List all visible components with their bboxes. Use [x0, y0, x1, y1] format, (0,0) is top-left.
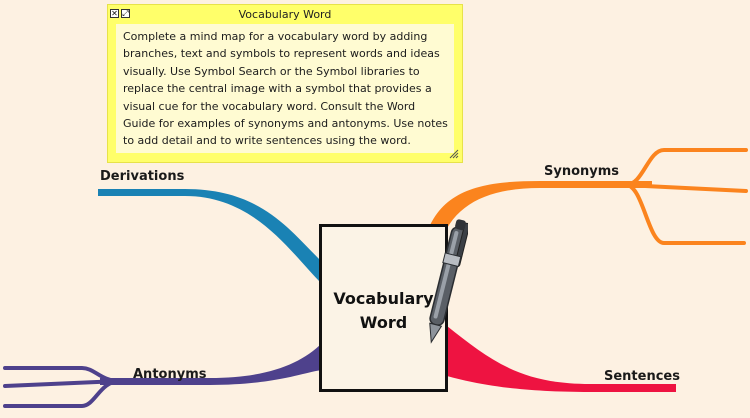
central-topic-label: Vocabulary Word [322, 287, 445, 335]
note-close-icon[interactable]: ✕ [110, 9, 119, 18]
pen-icon [429, 219, 468, 344]
note-title: Vocabulary Word [238, 8, 332, 21]
sentences-branch[interactable] [447, 326, 676, 392]
antonyms-subbranches [3, 366, 122, 408]
synonyms-branch[interactable] [425, 181, 652, 245]
instruction-note[interactable]: ✕ ⤢ Vocabulary Word Complete a mind map … [107, 4, 463, 163]
derivations-branch[interactable] [98, 189, 322, 284]
synonyms-subbranches [624, 148, 748, 245]
central-topic-line1: Vocabulary [333, 289, 434, 308]
branch-label-antonyms[interactable]: Antonyms [133, 367, 207, 382]
note-body-text[interactable]: Complete a mind map for a vocabulary wor… [116, 24, 454, 153]
central-topic[interactable]: Vocabulary Word [319, 224, 448, 392]
branch-label-sentences[interactable]: Sentences [604, 369, 680, 384]
note-expand-icon[interactable]: ⤢ [121, 9, 130, 18]
resize-grip-icon[interactable] [449, 149, 459, 159]
branch-label-derivations[interactable]: Derivations [100, 169, 185, 184]
branch-label-synonyms[interactable]: Synonyms [544, 164, 620, 179]
antonyms-branch[interactable] [100, 343, 322, 385]
central-topic-line2: Word [359, 313, 408, 332]
